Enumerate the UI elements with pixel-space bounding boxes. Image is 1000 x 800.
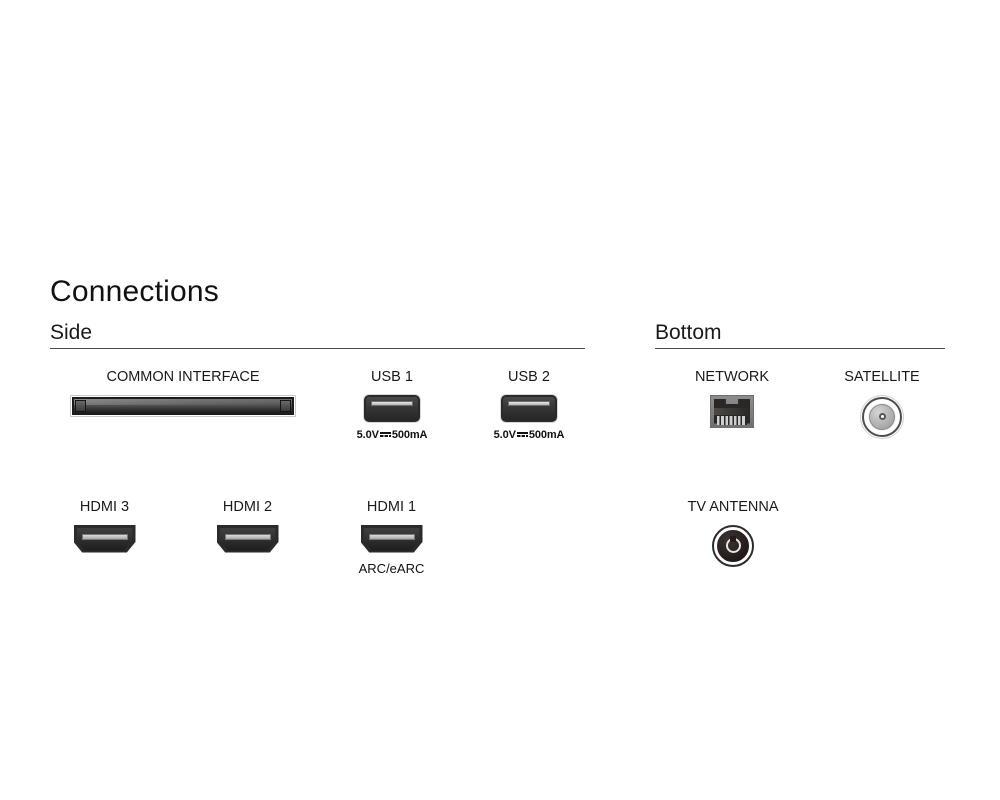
port-sublabel-usb-1: 5.0V 500mA <box>356 428 428 441</box>
section-heading-bottom: Bottom <box>655 321 722 344</box>
dc-power-symbol <box>516 430 528 439</box>
port-hdmi-3: HDMI 3 <box>57 500 152 553</box>
port-label-satellite: SATELLITE <box>844 369 920 385</box>
port-tv-antenna: TV ANTENNA <box>678 500 788 567</box>
hdmi-port-icon <box>216 524 279 553</box>
port-sublabel-usb-2: 5.0V 500mA <box>493 428 565 441</box>
port-common-interface: COMMON INTERFACE <box>70 370 296 417</box>
usb-port-icon <box>501 394 557 422</box>
port-usb-1: USB 1 5.0V 500mA <box>337 370 447 441</box>
port-label-usb-1: USB 1 <box>371 369 413 385</box>
hdmi-port-icon <box>73 524 136 553</box>
port-sublabel-hdmi-1: ARC/eARC <box>358 560 425 576</box>
satellite-center-pin <box>878 413 886 420</box>
port-label-tv-antenna: TV ANTENNA <box>687 499 779 515</box>
section-divider-bottom <box>655 348 945 349</box>
satellite-outer-ring <box>862 396 902 437</box>
usb-2-voltage: 5.0V <box>493 428 516 441</box>
ci-slot-tab-left <box>75 399 86 412</box>
port-label-common-interface: COMMON INTERFACE <box>106 369 260 385</box>
port-network: NETWORK <box>682 370 782 428</box>
coax-connector-icon <box>712 524 754 567</box>
usb-2-current: 500mA <box>528 428 565 441</box>
dc-power-symbol <box>379 430 391 439</box>
section-heading-side: Side <box>50 321 93 344</box>
usb-contact-bar <box>508 400 550 406</box>
usb-contact-bar <box>371 400 413 406</box>
coax-center-hole <box>725 538 741 553</box>
section-divider-side <box>50 348 585 349</box>
port-label-hdmi-2: HDMI 2 <box>222 499 273 515</box>
ci-slot-icon <box>70 394 296 417</box>
page-title: Connections <box>50 275 219 308</box>
port-satellite: SATELLITE <box>836 370 928 439</box>
port-label-usb-2: USB 2 <box>508 369 550 385</box>
hdmi-contact-bar <box>368 533 415 540</box>
port-label-hdmi-3: HDMI 3 <box>79 499 130 515</box>
coax-outer-ring <box>712 524 754 567</box>
port-hdmi-2: HDMI 2 <box>200 500 295 553</box>
usb-1-current: 500mA <box>391 428 428 441</box>
rj45-contact-pins <box>717 415 747 425</box>
port-label-network: NETWORK <box>694 369 770 385</box>
f-type-connector-icon <box>860 394 904 439</box>
port-label-hdmi-1: HDMI 1 <box>366 499 417 515</box>
hdmi-contact-bar <box>224 533 271 540</box>
hdmi-port-icon <box>360 524 423 553</box>
port-usb-2: USB 2 5.0V 500mA <box>474 370 584 441</box>
hdmi-contact-bar <box>81 533 128 540</box>
usb-1-voltage: 5.0V <box>356 428 379 441</box>
usb-port-icon <box>364 394 420 422</box>
port-hdmi-1: HDMI 1 ARC/eARC <box>344 500 439 575</box>
ci-slot-tab-right <box>280 399 291 412</box>
rj45-port-icon <box>710 394 754 428</box>
